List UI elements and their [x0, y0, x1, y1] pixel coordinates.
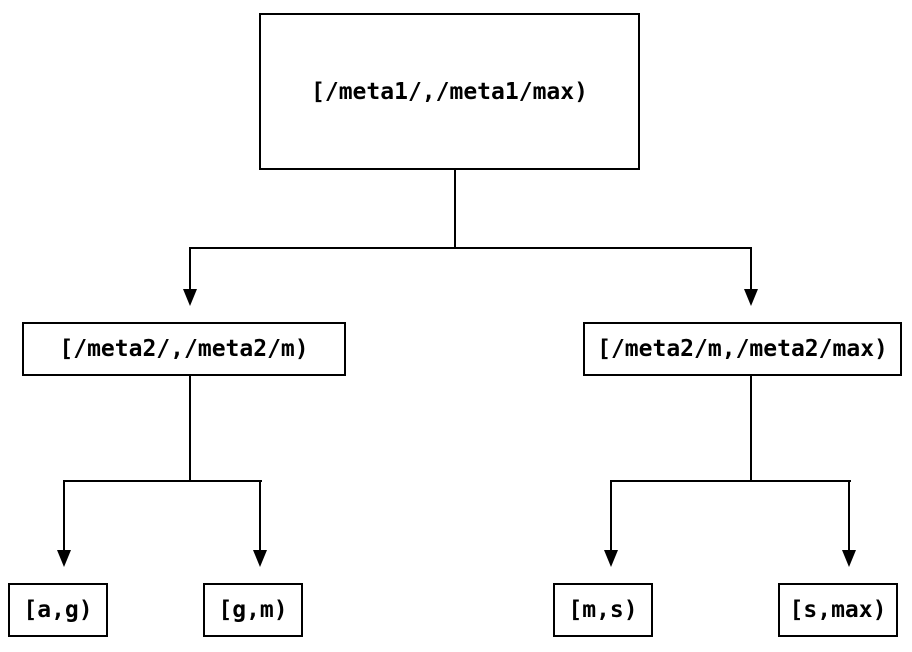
connector-right-subtree-right — [848, 482, 850, 550]
arrow-down-icon — [253, 550, 267, 567]
connector-left-subtree-stem — [189, 376, 191, 482]
tree-leaf-smax: [s,max) — [778, 583, 898, 637]
connector-left-subtree-crossbar — [63, 480, 262, 482]
connector-right-subtree-crossbar — [610, 480, 851, 482]
tree-node-meta2-lower: [/meta2/,/meta2/m) — [22, 322, 346, 376]
tree-leaf-ag: [a,g) — [8, 583, 108, 637]
tree-node-root: [/meta1/,/meta1/max) — [259, 13, 640, 170]
tree-node-meta2-upper: [/meta2/m,/meta2/max) — [583, 322, 902, 376]
arrow-down-icon — [57, 550, 71, 567]
connector-right-subtree-stem — [750, 376, 752, 482]
arrow-down-icon — [183, 289, 197, 306]
connector-level1-crossbar — [189, 247, 752, 249]
connector-level1-left — [189, 249, 191, 289]
arrow-down-icon — [842, 550, 856, 567]
connector-left-subtree-right — [259, 482, 261, 550]
connector-left-subtree-left — [63, 482, 65, 550]
arrow-down-icon — [604, 550, 618, 567]
arrow-down-icon — [744, 289, 758, 306]
connector-right-subtree-left — [610, 482, 612, 550]
tree-leaf-ms: [m,s) — [553, 583, 653, 637]
tree-leaf-gm: [g,m) — [203, 583, 303, 637]
connector-level1-right — [750, 249, 752, 289]
connector-root-stem — [454, 170, 456, 249]
